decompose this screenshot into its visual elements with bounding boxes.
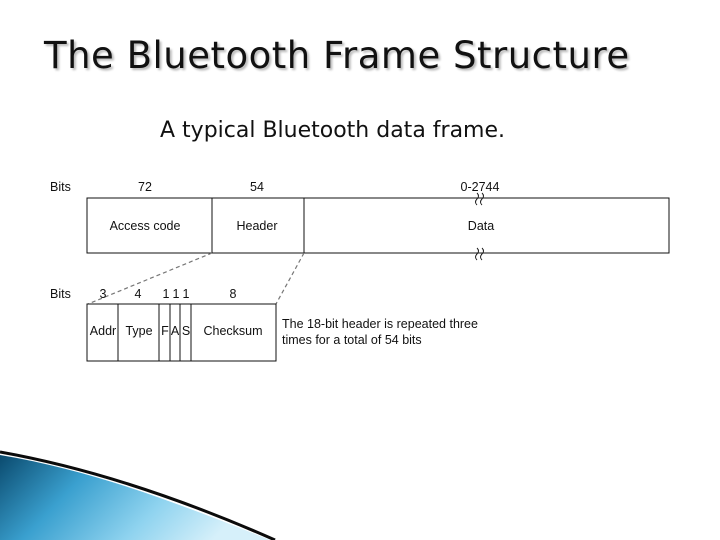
checksum-field: Checksum — [203, 324, 262, 338]
access-code-field: Access code — [110, 219, 181, 233]
type-field: Type — [125, 324, 152, 338]
f-field: F — [161, 324, 169, 338]
break-mark-bottom-icon — [475, 247, 484, 261]
data-bits: 0-2744 — [461, 180, 500, 194]
s-bits: 1 — [183, 287, 190, 301]
break-mark-top-icon — [475, 192, 484, 206]
a-field: A — [171, 324, 180, 338]
swoosh-shape — [0, 455, 270, 540]
access-code-bits: 72 — [138, 180, 152, 194]
addr-bits: 3 — [100, 287, 107, 301]
swoosh-edge — [0, 450, 276, 540]
s-field: S — [182, 324, 190, 338]
frame-bits-label: Bits — [50, 180, 71, 194]
data-field: Data — [468, 219, 494, 233]
slide-subtitle: A typical Bluetooth data frame. — [160, 118, 506, 143]
expansion-line-left — [87, 252, 213, 305]
header-bits-label: Bits — [50, 287, 71, 301]
expansion-line-right — [275, 252, 305, 305]
header-bits: 54 — [250, 180, 264, 194]
header-note-line2: times for a total of 54 bits — [282, 333, 422, 347]
checksum-bits: 8 — [230, 287, 237, 301]
a-bits: 1 — [173, 287, 180, 301]
header-field: Header — [237, 219, 278, 233]
addr-field: Addr — [90, 324, 116, 338]
type-bits: 4 — [135, 287, 142, 301]
header-note-line1: The 18-bit header is repeated three — [282, 317, 478, 331]
f-bits: 1 — [163, 287, 170, 301]
slide-title: The Bluetooth Frame Structure — [44, 34, 630, 77]
frame-box — [86, 197, 670, 254]
